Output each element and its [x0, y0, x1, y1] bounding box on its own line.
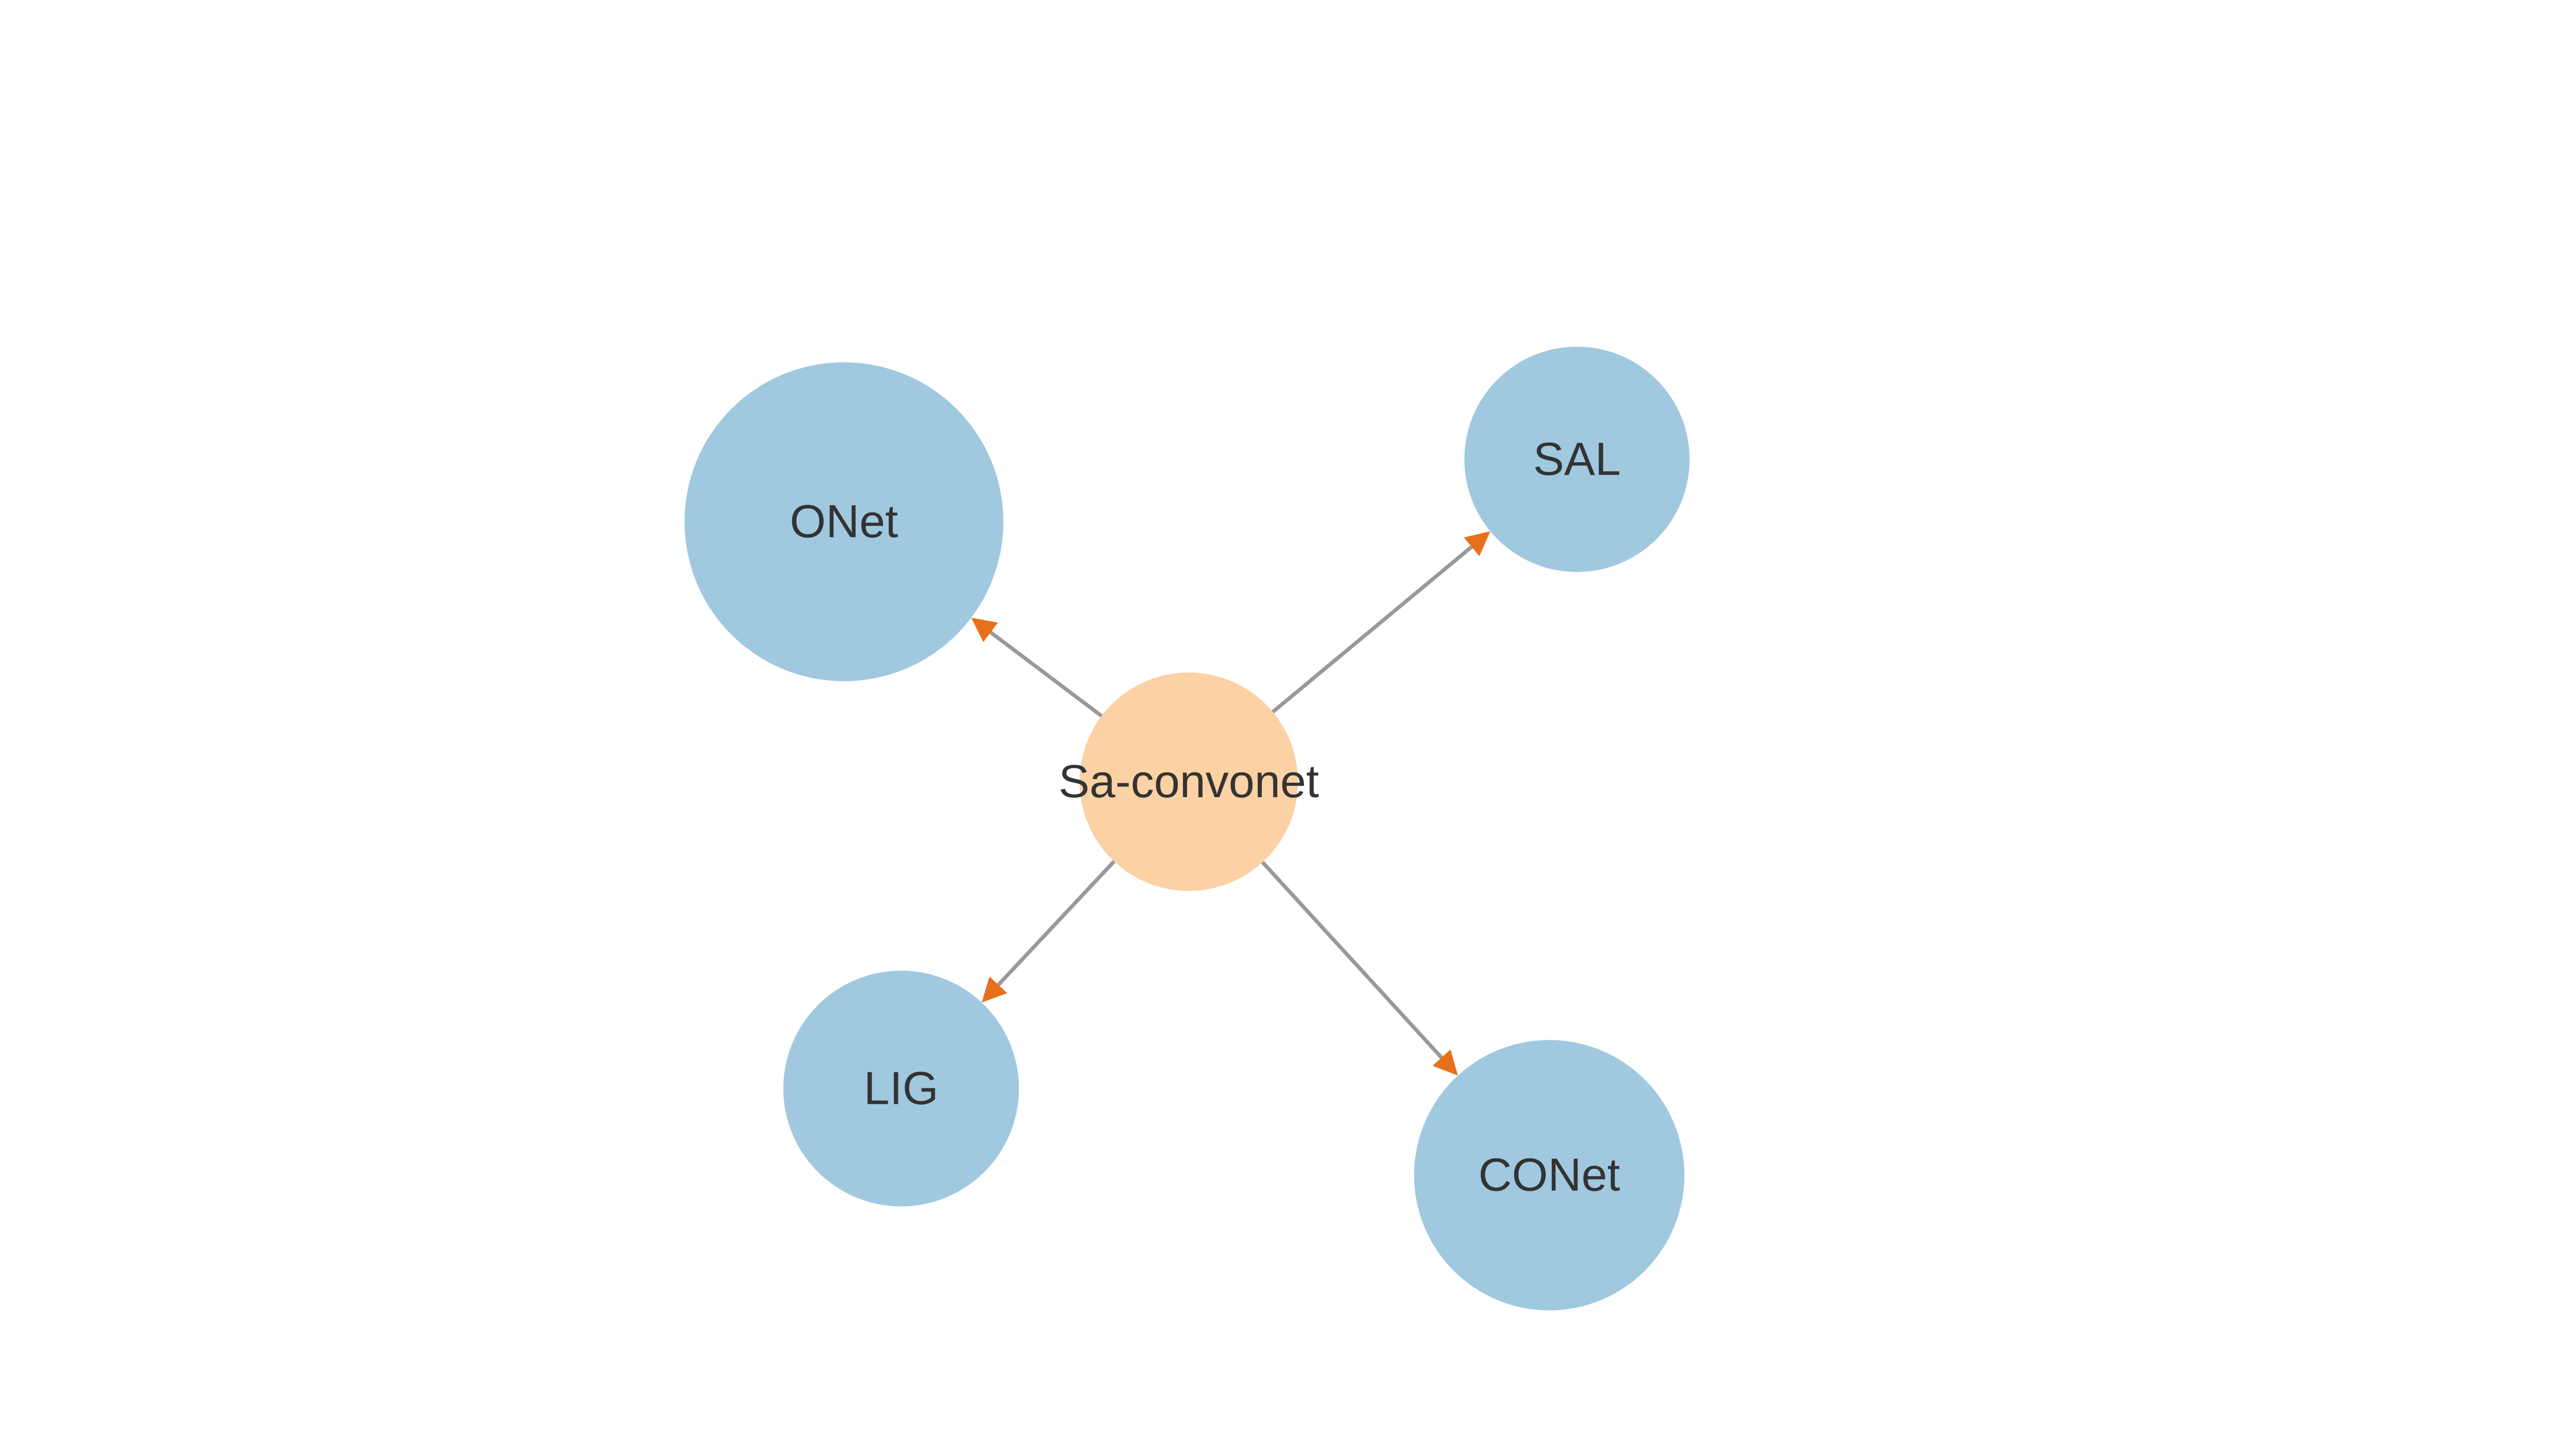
node-circle[interactable] — [1414, 1040, 1685, 1310]
node-label: ONet — [790, 496, 898, 547]
edge-center-conet — [1261, 861, 1458, 1076]
node-onet[interactable]: ONet — [684, 362, 1004, 681]
node-conet[interactable]: CONet — [1414, 1040, 1685, 1310]
arrowhead-icon — [971, 617, 998, 642]
node-circle[interactable] — [783, 970, 1019, 1207]
node-label: CONet — [1479, 1150, 1620, 1201]
node-label: SAL — [1533, 433, 1621, 485]
edge-line — [989, 631, 1103, 718]
edges-layer — [971, 531, 1490, 1076]
node-lig[interactable]: LIG — [783, 970, 1019, 1207]
node-circle[interactable] — [684, 362, 1004, 681]
node-center[interactable]: Sa-convonet — [1059, 672, 1319, 891]
arrowhead-icon — [1432, 1049, 1458, 1076]
edge-line — [1272, 545, 1473, 714]
arrowhead-icon — [981, 977, 1007, 1003]
edge-center-onet — [971, 617, 1103, 718]
node-label: LIG — [864, 1063, 939, 1114]
edge-center-lig — [981, 860, 1116, 1003]
edge-line — [997, 860, 1116, 986]
node-label: Sa-convonet — [1059, 756, 1319, 807]
node-circle[interactable] — [1464, 346, 1690, 572]
edge-center-sal — [1272, 531, 1490, 714]
nodes-layer: Sa-convonet ONet SAL LIG CONet — [684, 346, 1690, 1310]
edge-line — [1261, 861, 1443, 1059]
node-sal[interactable]: SAL — [1464, 346, 1690, 572]
arrowhead-icon — [1464, 531, 1490, 557]
node-circle[interactable] — [1079, 672, 1298, 891]
